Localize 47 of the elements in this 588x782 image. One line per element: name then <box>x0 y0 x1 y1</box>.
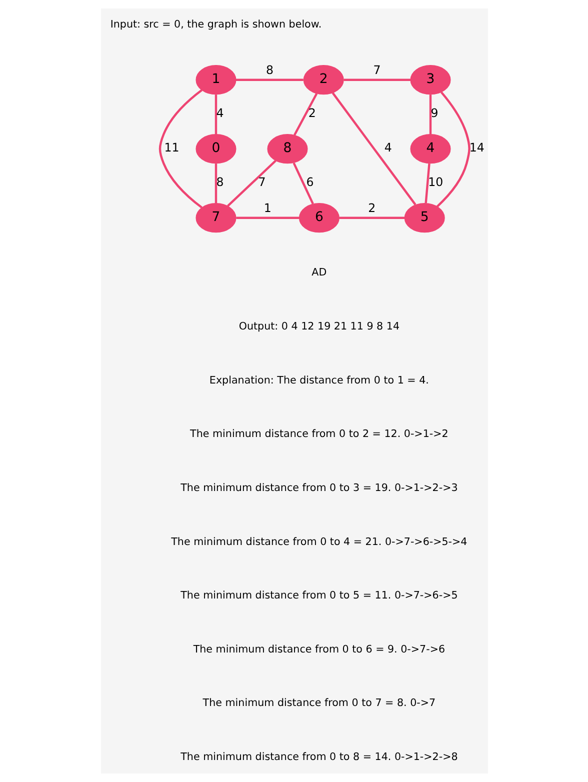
connector <box>214 164 217 204</box>
connector <box>331 92 416 206</box>
edge-label: 8 <box>216 175 224 190</box>
label: The minimum distance from 0 to 7 = 8. 0->7 <box>202 697 436 710</box>
connector <box>436 92 470 208</box>
edge-label: 7 <box>372 62 380 77</box>
label: Explanation: The distance from 0 to 1 = 4. <box>208 374 428 386</box>
connector <box>424 163 430 204</box>
connector <box>214 94 217 134</box>
connector <box>428 94 432 134</box>
connector <box>343 78 410 81</box>
edge-label: 10 <box>428 175 443 190</box>
label: The minimum distance from 0 to 6 = 9. 0->7->6 <box>192 643 445 656</box>
connector <box>158 89 202 208</box>
edge-label: 2 <box>368 200 376 215</box>
edge-label: 9 <box>430 106 438 120</box>
edge-label: 8 <box>266 62 274 77</box>
connector <box>236 216 299 219</box>
edge-label: 2 <box>308 106 316 120</box>
edge-label: 6 <box>306 175 314 190</box>
connector <box>292 162 314 204</box>
label: The minimum distance from 0 to 8 = 14. 0->1->2->8 <box>180 751 458 764</box>
edge-label: 1 <box>263 200 271 215</box>
node-ellipse: 1 <box>195 65 236 95</box>
node-ellipse: 6 <box>298 203 339 233</box>
label: Input: src = 0, the graph is shown below. <box>110 18 322 30</box>
node-ellipse: 5 <box>404 203 444 233</box>
connector <box>235 78 303 81</box>
node-ellipse: 2 <box>302 65 344 95</box>
label: Output: 0 4 12 19 21 11 9 8 14 <box>238 320 400 333</box>
label: The minimum distance from 0 to 5 = 11. 0->7->6->5 <box>180 590 458 602</box>
edge-label: 11 <box>164 140 179 155</box>
label: The minimum distance from 0 to 4 = 21. 0->7->6->5->4 <box>170 536 467 548</box>
node-ellipse: 3 <box>410 65 450 95</box>
node-ellipse: 0 <box>195 134 236 164</box>
node-ellipse: 8 <box>266 134 308 164</box>
label: The minimum distance from 0 to 2 = 12. 0->1->2 <box>190 428 448 440</box>
edge-label: 14 <box>468 140 484 155</box>
connector <box>226 160 276 207</box>
connector <box>292 93 318 136</box>
label: AD <box>311 266 326 279</box>
edge-label: 4 <box>384 140 392 155</box>
node-ellipse: 4 <box>410 134 450 164</box>
edge-label: 7 <box>258 175 266 190</box>
label: The minimum distance from 0 to 3 = 19. 0->1->2->3 <box>180 482 458 494</box>
node-ellipse: 7 <box>195 203 236 233</box>
connector <box>338 216 404 219</box>
